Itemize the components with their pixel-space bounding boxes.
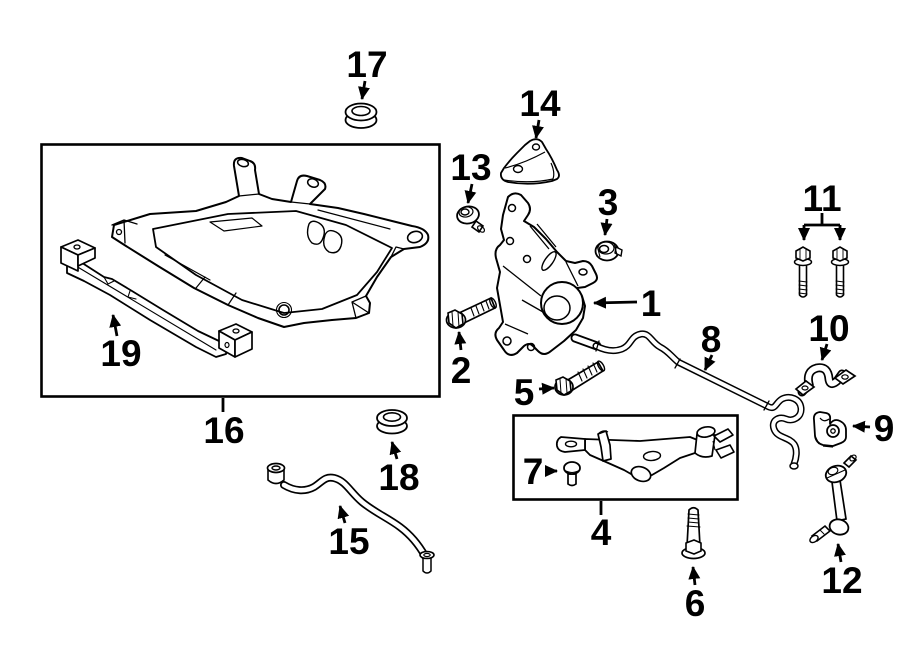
- callout-13: 13: [450, 147, 491, 188]
- part-8-stabilizer-bar-drawing: [570, 330, 805, 470]
- callout-10: 10: [808, 308, 849, 349]
- part-2-bolt-drawing: [445, 296, 497, 329]
- part-5-bolt-drawing: [554, 360, 606, 396]
- part-15-rod-drawing: [266, 462, 435, 574]
- callout-1: 1: [641, 283, 662, 324]
- part-18-grommet-drawing: [376, 409, 408, 435]
- part-14-bracket-drawing: [499, 138, 560, 185]
- part-1-knuckle-drawing: [494, 192, 598, 356]
- callout-14: 14: [519, 83, 561, 124]
- part-16-subframe-drawing: [111, 156, 430, 328]
- part-7-ball-stud-drawing: [563, 461, 581, 487]
- leader-arrows: [109, 80, 871, 586]
- callout-9: 9: [874, 408, 895, 449]
- callout-6: 6: [685, 583, 706, 624]
- callout-7: 7: [523, 451, 544, 492]
- callout-19: 19: [100, 333, 141, 374]
- callout-labels: 1 2 3 4 5 6 7 8 9 10 11 12 13 14 15 16 1…: [100, 44, 894, 624]
- callout-12: 12: [821, 560, 862, 601]
- callout-5: 5: [514, 372, 535, 413]
- callout-3: 3: [598, 182, 619, 223]
- callout-15: 15: [328, 521, 369, 562]
- part-13-stud-drawing: [456, 205, 486, 234]
- callout-18: 18: [378, 457, 419, 498]
- part-12-link-drawing: [809, 454, 858, 544]
- part-9-bushing-drawing: [812, 411, 847, 448]
- callout-4: 4: [591, 512, 612, 553]
- part-4-control-arm-drawing: [555, 425, 735, 483]
- part-6-bolt-drawing: [681, 506, 706, 560]
- part-10-bracket-drawing: [794, 363, 857, 397]
- part-11-bolts-drawing: [793, 246, 850, 298]
- callout-2: 2: [451, 350, 472, 391]
- part-17-grommet-drawing: [344, 102, 378, 129]
- part-3-nut-drawing: [594, 240, 623, 262]
- callout-11: 11: [802, 178, 841, 219]
- callout-17: 17: [346, 44, 387, 85]
- callout-16: 16: [203, 410, 244, 451]
- callout-8: 8: [701, 319, 722, 360]
- part-19-reinforcement-bar-drawing: [60, 239, 253, 358]
